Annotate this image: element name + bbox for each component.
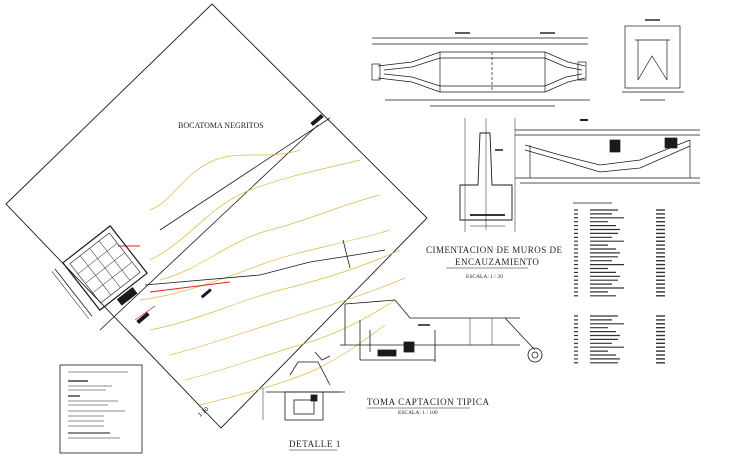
- intake-structure-plan: [51, 225, 148, 319]
- site-plan-title: BOCATOMA NEGRITOS: [178, 121, 264, 130]
- foundation-wall-section: [459, 118, 516, 232]
- site-plan-note: 1:10: [197, 406, 210, 419]
- section-marker: [200, 288, 212, 299]
- intake-scale: ESCALA: 1 / 100: [398, 410, 438, 416]
- notes-box: [59, 364, 143, 454]
- spec-rows: [574, 209, 665, 297]
- foundation-scale: ESCALA: 1 / 20: [466, 274, 503, 280]
- site-plan: BOCATOMA NEGRITOS 1:10: [5, 3, 428, 429]
- intake-elevation: [340, 299, 543, 363]
- foundation-title-line1: CIMENTACION DE MUROS DE: [426, 245, 563, 255]
- detail-title: DETALLE 1: [289, 439, 341, 449]
- section-marker: [136, 311, 150, 325]
- contour-lines: [139, 149, 406, 406]
- ridge-mark: [342, 239, 351, 269]
- specs-table: [573, 202, 665, 364]
- site-boundary-line: [99, 124, 319, 331]
- foundation-title-line2: ENCAUZAMIENTO: [455, 257, 539, 267]
- section-marker: [310, 113, 324, 127]
- detail-section: [262, 351, 345, 421]
- site-plan-border: [5, 3, 428, 429]
- cross-section-small: [622, 19, 684, 101]
- canal-profile: [515, 119, 700, 184]
- canal-axis-red: [149, 281, 231, 293]
- canal-axis-red: [134, 305, 156, 321]
- canal-axis: [144, 249, 386, 286]
- canal-transition-plan: [371, 32, 590, 107]
- spec-rows: [574, 315, 665, 364]
- intake-title: TOMA CAPTACION TIPICA: [367, 397, 490, 407]
- site-boundary-line: [159, 117, 331, 231]
